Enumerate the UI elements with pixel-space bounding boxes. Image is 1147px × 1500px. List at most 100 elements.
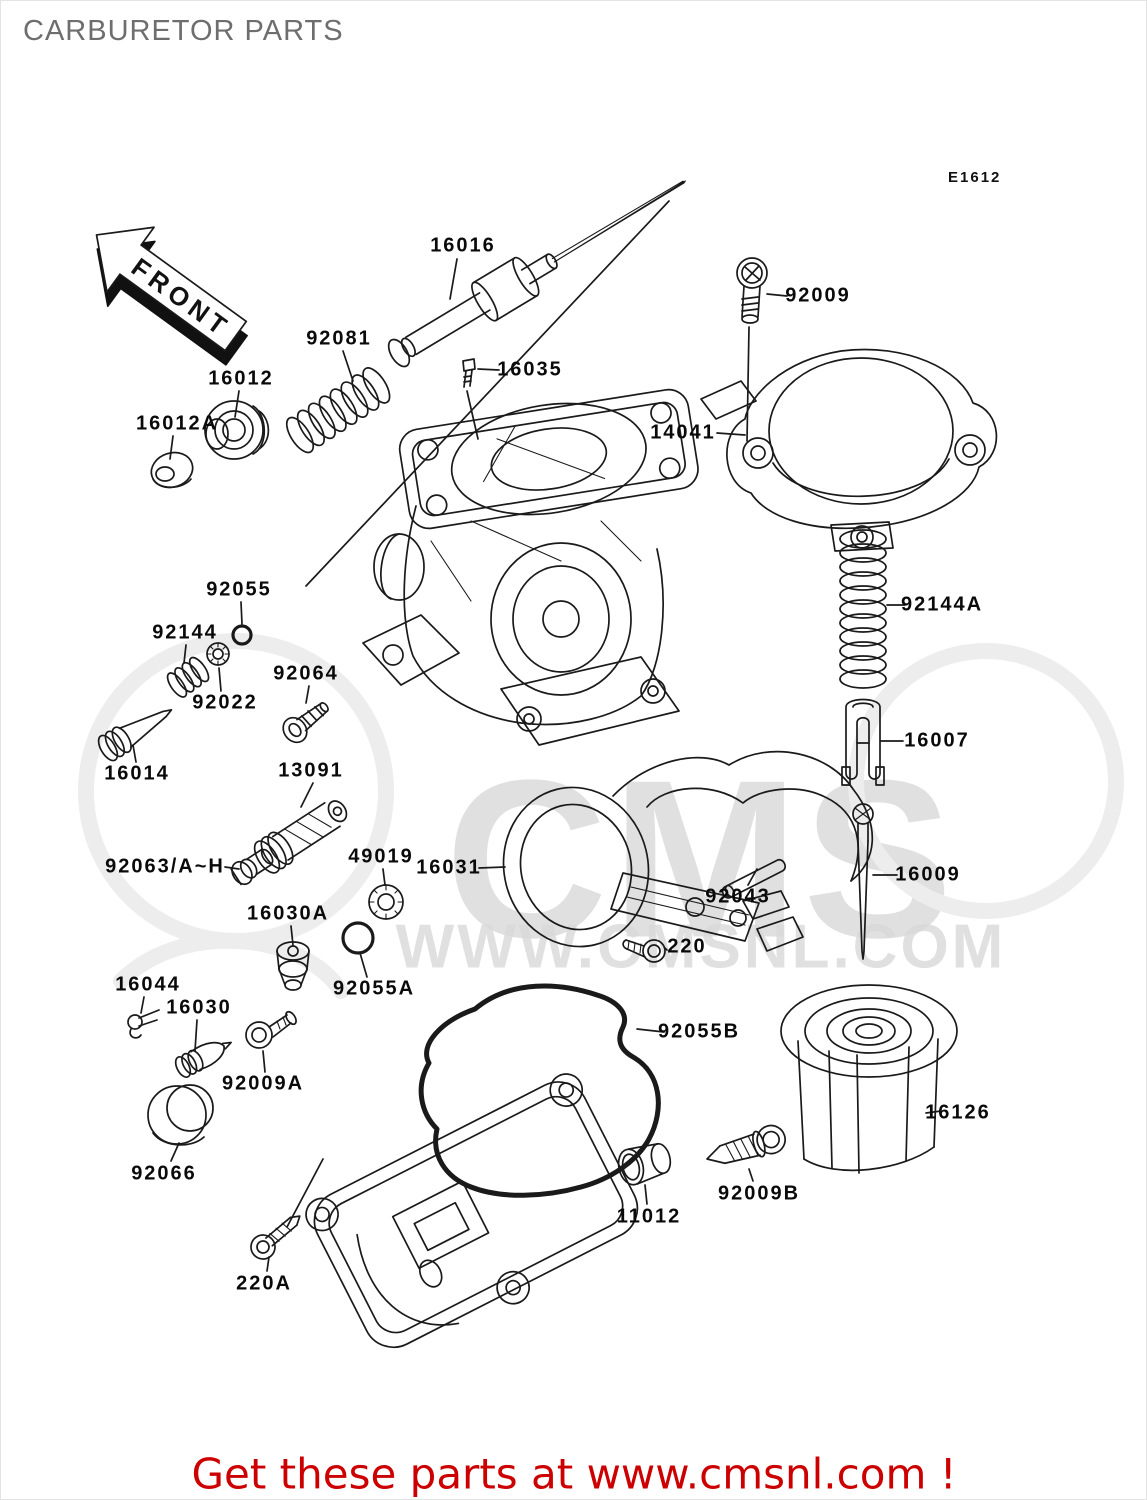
part-label-16044: 16044 bbox=[115, 973, 181, 996]
part-art-92063 bbox=[230, 848, 274, 886]
part-art-16014 bbox=[97, 709, 173, 762]
part-label-49019: 49019 bbox=[348, 845, 414, 868]
leader-line-92009 bbox=[766, 293, 788, 297]
front-arrow-icon: FRONT bbox=[95, 226, 248, 366]
part-art-92009A bbox=[245, 1010, 297, 1049]
part-label-16009: 16009 bbox=[895, 863, 961, 886]
part-label-92066: 92066 bbox=[131, 1162, 197, 1185]
part-art-16030 bbox=[174, 1041, 232, 1079]
part-label-14041: 14041 bbox=[650, 421, 716, 444]
part-label-92144: 92144 bbox=[152, 621, 218, 644]
part-art-92009 bbox=[736, 257, 768, 442]
part-label-92055: 92055 bbox=[206, 578, 272, 601]
part-art-92055A bbox=[341, 921, 375, 955]
leader-line-16030 bbox=[194, 1019, 198, 1052]
part-art-16031 bbox=[502, 750, 874, 952]
part-art-92055 bbox=[231, 624, 253, 646]
leader-line-16030A bbox=[290, 925, 294, 946]
part-art-92009B bbox=[706, 1124, 786, 1165]
part-art-11012 bbox=[617, 1142, 672, 1186]
leader-line-16044 bbox=[140, 996, 145, 1014]
leader-line-13091 bbox=[300, 782, 314, 808]
part-art-16044 bbox=[127, 1009, 160, 1039]
part-label-16014: 16014 bbox=[104, 762, 170, 785]
leader-line-92063-A-H bbox=[224, 866, 240, 870]
part-art-92064 bbox=[282, 702, 329, 744]
leader-line-16031 bbox=[478, 866, 506, 869]
part-art-16016 bbox=[387, 180, 686, 368]
part-art-92066 bbox=[147, 1084, 214, 1146]
leader-line-16126 bbox=[925, 1110, 942, 1114]
leader-line-92064 bbox=[305, 685, 310, 704]
leader-line-92066 bbox=[170, 1142, 180, 1162]
part-art-16035 bbox=[462, 358, 479, 440]
part-label-92055A: 92055A bbox=[332, 977, 416, 1000]
part-art-16126 bbox=[780, 984, 958, 1174]
part-label-16030: 16030 bbox=[166, 996, 232, 1019]
leader-line-49019 bbox=[382, 868, 386, 886]
part-label-92009A: 92009A bbox=[221, 1072, 305, 1095]
page-title: CARBURETOR PARTS bbox=[23, 15, 344, 47]
leader-line-92144 bbox=[183, 644, 187, 664]
part-label-92081: 92081 bbox=[306, 327, 372, 350]
part-label-16126: 16126 bbox=[925, 1101, 991, 1124]
part-art-92081 bbox=[285, 367, 391, 454]
part-label-16030A: 16030A bbox=[246, 902, 330, 925]
part-label-16035: 16035 bbox=[497, 358, 563, 381]
part-label-220: 220 bbox=[667, 935, 707, 958]
part-label-16016: 16016 bbox=[430, 234, 496, 257]
part-label-92063-A-H: 92063/A~H bbox=[105, 855, 225, 878]
footer-link-text[interactable]: Get these parts at www.cmsnl.com ! bbox=[191, 1449, 957, 1499]
leader-line-11012 bbox=[644, 1184, 648, 1205]
leader-line-92081 bbox=[342, 350, 354, 382]
leader-line-92055 bbox=[240, 601, 243, 625]
leader-line-92055A bbox=[359, 952, 368, 978]
leader-line-16035 bbox=[477, 368, 500, 371]
part-label-92055B: 92055B bbox=[657, 1020, 741, 1043]
part-label-92009B: 92009B bbox=[717, 1182, 801, 1205]
part-art-92043 bbox=[721, 858, 786, 899]
leader-line-16012 bbox=[234, 390, 240, 418]
part-art-13091 bbox=[253, 800, 348, 874]
leader-line-92043 bbox=[747, 868, 758, 886]
leader-line-92009A bbox=[262, 1050, 266, 1073]
part-label-92064: 92064 bbox=[273, 662, 339, 685]
part-art-92144 bbox=[166, 656, 210, 698]
part-art-92055B bbox=[418, 983, 661, 1198]
part-art-16012 bbox=[204, 400, 270, 460]
part-art-92144A bbox=[839, 529, 887, 689]
part-label-13091: 13091 bbox=[278, 759, 344, 782]
part-label-92022: 92022 bbox=[192, 691, 258, 714]
part-art-16030A bbox=[276, 941, 310, 991]
leader-line-92009B bbox=[748, 1168, 754, 1182]
part-art-16007 bbox=[841, 698, 885, 786]
part-label-92043: 92043 bbox=[705, 885, 771, 908]
part-label-92144A: 92144A bbox=[900, 593, 984, 616]
leader-line-220A bbox=[266, 1256, 270, 1272]
part-art-220A bbox=[250, 1158, 324, 1260]
part-label-11012: 11012 bbox=[616, 1205, 682, 1228]
long-leader-lines bbox=[305, 200, 670, 587]
leader-line-16014 bbox=[132, 744, 137, 763]
label-leader-lines bbox=[132, 258, 942, 1272]
part-art-49019 bbox=[368, 884, 404, 920]
part-art-220 bbox=[622, 939, 666, 963]
part-label-16012: 16012 bbox=[208, 367, 274, 390]
diagram-code: E1612 bbox=[948, 169, 1002, 186]
part-art-float-bowl bbox=[305, 1073, 639, 1349]
part-label-16031: 16031 bbox=[416, 856, 482, 879]
leader-line-220 bbox=[664, 947, 668, 951]
watermark-url-text: WWW.CMSNL.COM bbox=[395, 912, 1007, 982]
leader-line-16012A bbox=[169, 435, 174, 460]
part-art-carburetor-body bbox=[362, 380, 757, 746]
part-label-16012A: 16012A bbox=[135, 412, 219, 435]
part-label-220A: 220A bbox=[236, 1272, 292, 1295]
part-label-16007: 16007 bbox=[904, 729, 970, 752]
leader-line-92022 bbox=[218, 667, 222, 692]
part-art-16012A bbox=[150, 451, 194, 489]
leader-line-14041 bbox=[716, 432, 746, 436]
leader-line-92055B bbox=[636, 1028, 665, 1033]
part-art-92022 bbox=[206, 642, 230, 666]
